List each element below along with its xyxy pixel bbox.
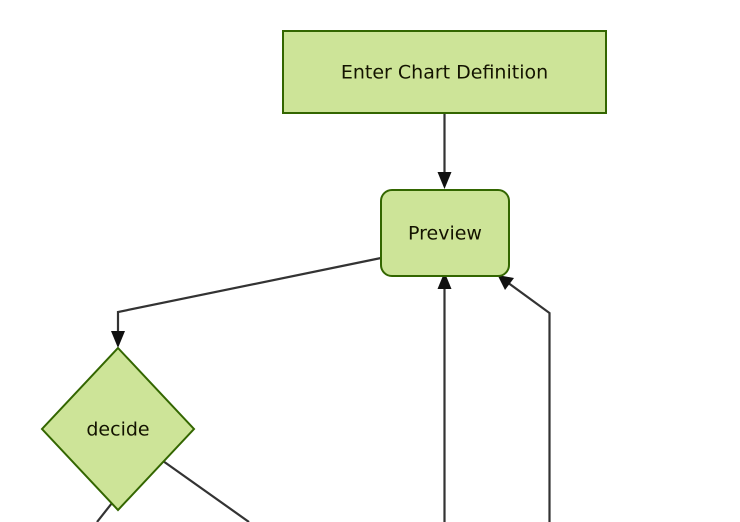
edge-decide-down-left-line — [96, 502, 113, 522]
node-preview-shape — [380, 189, 510, 277]
node-preview-label: Preview — [408, 223, 482, 245]
edge-return-center-arrowhead — [437, 272, 452, 289]
node-preview[interactable]: Preview — [380, 189, 510, 277]
edge-return-right-arrowhead — [497, 275, 514, 290]
node-enter-chart-definition-label: Enter Chart Definition — [341, 62, 548, 84]
edge-return-center[interactable] — [437, 272, 452, 522]
edge-preview-decide-line — [116, 256, 382, 337]
node-layer: Enter Chart Definition Preview decide — [40, 30, 607, 512]
edge-return-right[interactable] — [497, 275, 551, 522]
edge-return-right-line — [506, 281, 551, 522]
node-decide-shape — [40, 346, 196, 512]
edge-enter-preview-arrowhead — [437, 172, 452, 189]
edge-enter-preview[interactable] — [437, 113, 452, 189]
edge-decide-down-right-line — [162, 460, 250, 522]
node-decide[interactable]: decide — [40, 346, 196, 512]
node-enter-chart-definition-shape — [282, 30, 607, 114]
edge-preview-decide[interactable] — [111, 256, 382, 348]
edge-decide-down-left[interactable] — [96, 502, 113, 522]
node-decide-label: decide — [86, 419, 149, 441]
edge-decide-down-right[interactable] — [162, 460, 250, 522]
node-enter-chart-definition[interactable]: Enter Chart Definition — [282, 30, 607, 114]
edge-layer — [96, 113, 551, 522]
edge-preview-decide-arrowhead — [111, 331, 125, 348]
